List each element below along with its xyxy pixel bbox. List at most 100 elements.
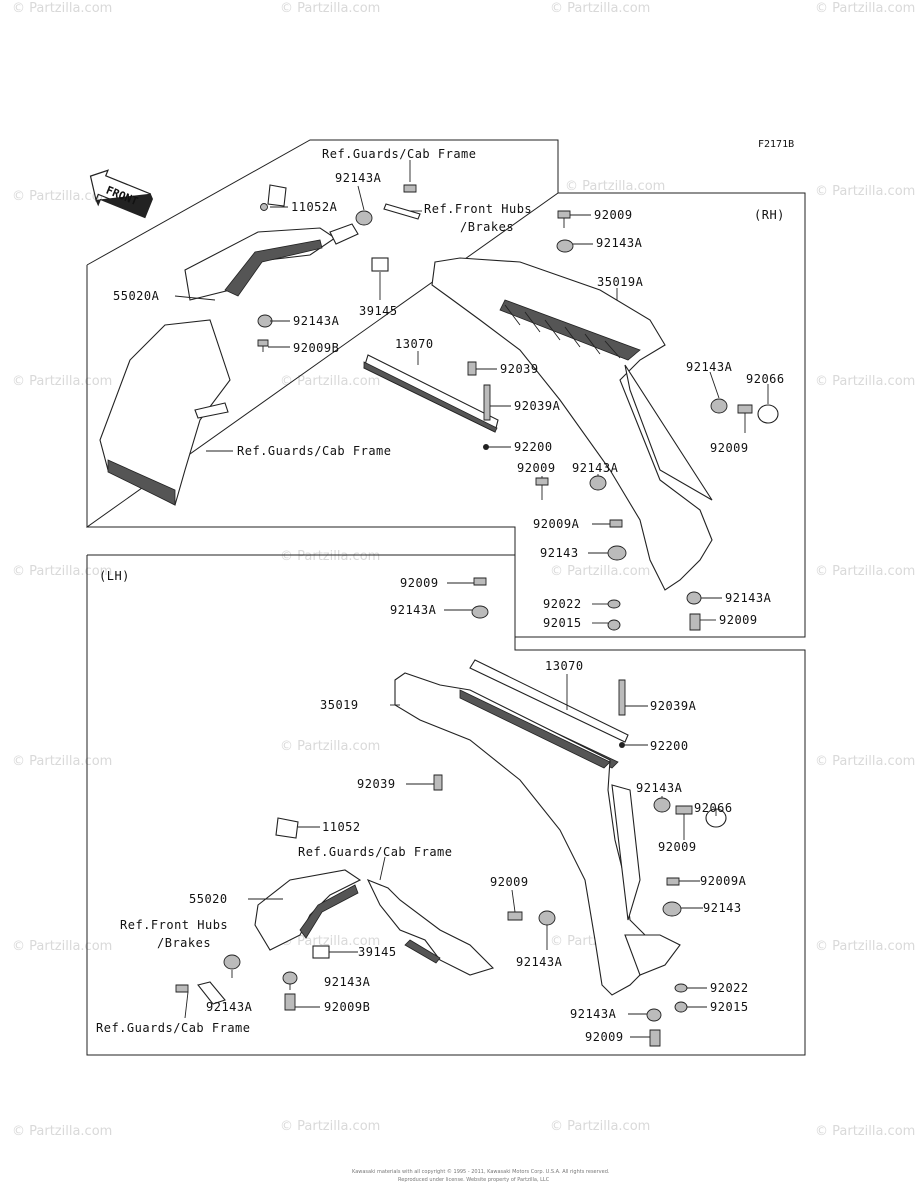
grommet-92143A-c xyxy=(556,239,574,253)
figure-code: F2171B xyxy=(758,139,794,150)
label-55020: 55020 xyxy=(189,892,228,906)
top-labels: Ref.Guards/Cab Frame 92143A 11052A Ref.F… xyxy=(113,147,784,630)
label-92009A-lh: 92009A xyxy=(700,874,747,888)
label-92009B: 92009B xyxy=(293,341,339,355)
label-92009-lh-top: 92009 xyxy=(400,576,439,590)
strip-13070-lh xyxy=(469,659,629,743)
bolt-92009-lh-m xyxy=(507,911,523,921)
bolt-92009-lh-top xyxy=(473,577,487,586)
svg-text:© Partzilla.com: © Partzilla.com xyxy=(280,934,380,949)
label-92200-lh: 92200 xyxy=(650,739,689,753)
label-92143A-lh-l: 92143A xyxy=(206,1000,253,1014)
bolt-top xyxy=(403,184,417,193)
rivet-92039 xyxy=(467,361,477,376)
fender-35019A xyxy=(431,257,713,591)
pin-front-hubs-lh xyxy=(197,981,226,1005)
ref-guards-label-1: Ref.Guards/Cab Frame xyxy=(322,147,477,161)
label-92143: 92143 xyxy=(540,546,579,560)
label-92009B-lh: 92009B xyxy=(324,1000,370,1014)
rivet-92039-lh xyxy=(433,774,443,791)
grommet-92143A-lh-top xyxy=(471,605,489,619)
svg-text:© Partzilla.com: © Partzilla.com xyxy=(815,939,915,954)
bolt-92009B-lh xyxy=(284,993,296,1011)
label-92143A-e: 92143A xyxy=(572,461,619,475)
svg-text:© Partzilla.com: © Partzilla.com xyxy=(12,189,112,204)
label-92143A-lh-r: 92143A xyxy=(636,781,683,795)
footer-license: Reproduced under license. Website proper… xyxy=(398,1177,550,1183)
ref-front-hubs-lh-1: Ref.Front Hubs xyxy=(120,918,228,932)
svg-text:© Partzilla.com: © Partzilla.com xyxy=(280,739,380,754)
label-92039: 92039 xyxy=(500,362,539,376)
grommet-92143A-b xyxy=(257,314,273,328)
label-92143A-lh-b: 92143A xyxy=(570,1007,617,1021)
guard-55020 xyxy=(254,869,362,951)
bolt-92009A-lh xyxy=(666,877,680,886)
grommet-92143A-e xyxy=(589,475,607,491)
ref-guards-label-2: Ref.Guards/Cab Frame xyxy=(237,444,392,458)
label-92143A-lh-top: 92143A xyxy=(390,603,437,617)
label-39145: 39145 xyxy=(359,304,398,318)
svg-text:© Partzilla.com: © Partzilla.com xyxy=(550,1119,650,1134)
grommet-92143A-lh-r xyxy=(653,797,671,813)
grommet-92143A-lh-l xyxy=(223,954,241,970)
ref-front-hubs-label-2: /Brakes xyxy=(460,220,514,234)
label-92009-lh-r: 92009 xyxy=(658,840,697,854)
lh-label: (LH) xyxy=(99,569,130,583)
bottom-leaders xyxy=(184,582,717,1038)
label-92009-lh-b: 92009 xyxy=(585,1030,624,1044)
bolt-92009-lh-b xyxy=(649,1029,661,1047)
nut-92200-lh xyxy=(619,742,625,748)
label-92015-lh: 92015 xyxy=(710,1000,749,1014)
footer-copyright: Kawasaki materials with all copyright © … xyxy=(352,1168,610,1175)
label-13070: 13070 xyxy=(395,337,434,351)
label-92143A-c: 92143A xyxy=(596,236,643,250)
ref-front-hubs-label: Ref.Front Hubs xyxy=(424,202,532,216)
grommet-92143A-lh-m2 xyxy=(538,910,556,926)
label-39145-lh: 39145 xyxy=(358,945,397,959)
svg-text:© Partzilla.com: © Partzilla.com xyxy=(12,1,112,16)
label-35019A: 35019A xyxy=(597,275,644,289)
label-92200: 92200 xyxy=(514,440,553,454)
svg-text:© Partzilla.com: © Partzilla.com xyxy=(280,549,380,564)
bolt-92009-r xyxy=(737,404,753,414)
label-92009-top: 92009 xyxy=(594,208,633,222)
nut-92015 xyxy=(607,619,621,631)
label-92015: 92015 xyxy=(543,616,582,630)
bolt-92009-b xyxy=(689,613,701,631)
svg-text:© Partzilla.com: © Partzilla.com xyxy=(815,754,915,769)
bracket-11052 xyxy=(275,817,299,839)
label-13070-lh: 13070 xyxy=(545,659,584,673)
svg-text:© Partzilla.com: © Partzilla.com xyxy=(550,564,650,579)
label-55020A: 55020A xyxy=(113,289,160,303)
svg-text:© Partzilla.com: © Partzilla.com xyxy=(280,1,380,16)
label-92022: 92022 xyxy=(543,597,582,611)
label-11052: 11052 xyxy=(322,820,361,834)
grommet-92143A-lh-m xyxy=(282,971,298,985)
label-92039A-lh: 92039A xyxy=(650,699,697,713)
svg-text:© Partzilla.com: © Partzilla.com xyxy=(280,374,380,389)
label-92009A: 92009A xyxy=(533,517,580,531)
washer-92022 xyxy=(607,599,621,609)
rivet-92039A xyxy=(483,384,491,421)
bracket-11052A xyxy=(260,184,287,211)
grommet-92143A-a xyxy=(355,210,373,226)
label-92009-b: 92009 xyxy=(719,613,758,627)
top-leaders xyxy=(174,160,769,624)
grommet-92143 xyxy=(607,545,627,561)
grommet-92143-lh xyxy=(662,901,682,917)
ref-guards-label-lh-2: Ref.Guards/Cab Frame xyxy=(96,1021,251,1035)
svg-text:© Partzilla.com: © Partzilla.com xyxy=(280,1119,380,1134)
ref-guards-label-lh-1: Ref.Guards/Cab Frame xyxy=(298,845,453,859)
svg-text:© Partzilla.com: © Partzilla.com xyxy=(815,564,915,579)
bottom-labels: 92009 92143A 13070 35019 92039A 92200 92… xyxy=(96,576,749,1044)
label-92009-lh-m: 92009 xyxy=(490,875,529,889)
rh-label: (RH) xyxy=(754,208,785,222)
svg-text:© Partzilla.com: © Partzilla.com xyxy=(12,939,112,954)
label-92143A: 92143A xyxy=(335,171,382,185)
label-92039-lh: 92039 xyxy=(357,777,396,791)
fender-35019 xyxy=(394,672,681,996)
part-39145-lh xyxy=(312,945,330,959)
nut-92015-lh xyxy=(674,1001,688,1013)
guard-55020A xyxy=(184,223,359,301)
label-92009-l: 92009 xyxy=(517,461,556,475)
